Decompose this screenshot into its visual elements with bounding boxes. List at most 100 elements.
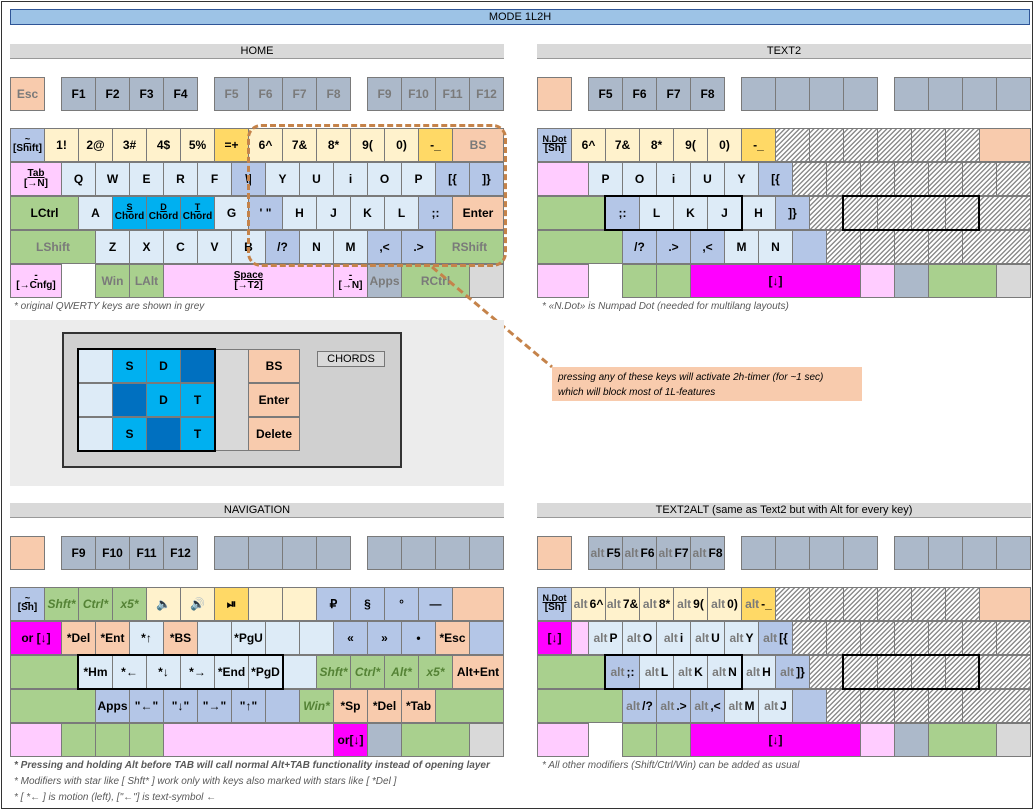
nav-volume-up-icon: 🔊 [180, 587, 215, 621]
key-f6: F6 [248, 77, 283, 111]
nav-key-apps: Apps [95, 689, 130, 723]
key-g: G [214, 196, 249, 230]
callout-line1: pressing any of these keys will activate… [558, 372, 824, 383]
key-minus: -_ [418, 128, 453, 162]
key-lbracket: [{ [435, 162, 470, 196]
t2a-key-disabled4 [877, 587, 912, 621]
t2a-key-dash [537, 723, 589, 757]
nav-key-f12: F12 [163, 536, 198, 570]
t2a-key-lbracket: alt[{ [758, 621, 793, 655]
t2-key-space-down: [↓] [690, 264, 861, 298]
t2-key-9: 9( [673, 128, 708, 162]
t2a-key-blank3 [809, 536, 844, 570]
t2-key-disabled11 [928, 162, 963, 196]
t2a-key-disabled10 [894, 621, 929, 655]
nav-key-section: § [350, 587, 385, 621]
nav-key-win-star: Win* [299, 689, 334, 723]
nav-key-del-star: *Del [367, 689, 402, 723]
key-u: U [299, 162, 334, 196]
t2-key-blank10 [996, 264, 1031, 298]
key-f7: F7 [282, 77, 317, 111]
t2-key-disabled20 [826, 230, 861, 264]
t2-key-blank4 [843, 77, 878, 111]
key-dash-config: -[→Cnfg] [10, 264, 62, 298]
t2-key-disabled21 [860, 230, 895, 264]
key-n: N [299, 230, 334, 264]
nav-key-ent: *Ent [95, 621, 130, 655]
nav-note-1: * Pressing and holding Alt before TAB wi… [14, 760, 490, 771]
key-f: F [197, 162, 232, 196]
t2-key-n: N [758, 230, 793, 264]
t2-key-blank1 [741, 77, 776, 111]
nav-key-shift-star2: Shft* [316, 655, 351, 689]
t2a-key-disabled13 [996, 621, 1031, 655]
t2-key-period: .> [656, 230, 691, 264]
nav-key-tilde: ~[Sh] [10, 587, 45, 621]
t2a-key-rctrl [928, 723, 997, 757]
home-header: HOME [10, 44, 504, 59]
t2-key-blank3 [809, 77, 844, 111]
nav-key-blank12 [265, 621, 300, 655]
t2a-key-period: alt.> [656, 689, 691, 723]
t2a-key-disabled14 [809, 655, 844, 689]
chord-delete: Delete [248, 417, 300, 451]
nav-key-del: *Del [61, 621, 96, 655]
t2-key-disabled7 [792, 162, 827, 196]
nav-key-rshift [435, 689, 504, 723]
t2-key-disabled16 [877, 196, 912, 230]
nav-key-raquo: » [367, 621, 402, 655]
nav-key-blank17 [61, 723, 96, 757]
text2alt-note: * All other modifiers (Shift/Ctrl/Win) c… [542, 760, 800, 771]
key-f2: F2 [95, 77, 130, 111]
nav-key-pgdn: *PgD [248, 655, 283, 689]
nav-key-end: *End [214, 655, 249, 689]
t2-key-dash2 [860, 264, 895, 298]
t2-key-blank6 [928, 77, 963, 111]
nav-key-blank5 [367, 536, 402, 570]
key-1: 1! [44, 128, 79, 162]
nav-key-space-star: *Sp [333, 689, 368, 723]
t2a-key-lalt [656, 723, 691, 757]
callout-line2: which will block most of 1L-features [558, 387, 716, 398]
t2-key-disabled4 [877, 128, 912, 162]
t2a-key-disabled11 [928, 621, 963, 655]
chords-title: CHORDS [317, 351, 385, 367]
nav-key-ctrl-star2: Ctrl* [350, 655, 385, 689]
key-rbracket: ]} [469, 162, 504, 196]
key-v: V [197, 230, 232, 264]
key-f4: F4 [163, 77, 198, 111]
nav-volume-down-icon: 🔈 [146, 587, 181, 621]
nav-key-alt-enter: Alt+Ent [452, 655, 504, 689]
key-f5: F5 [214, 77, 249, 111]
nav-key-bullet: • [401, 621, 436, 655]
nav-key-blank2 [248, 536, 283, 570]
t2-key-f7: F7 [656, 77, 691, 111]
key-b: B [231, 230, 266, 264]
t2-key-disabled8 [826, 162, 861, 196]
nav-key-ruble: ₽ [316, 587, 351, 621]
t2-key-disabled13 [996, 162, 1031, 196]
home-note: * original QWERTY keys are shown in grey [14, 301, 205, 312]
t2-key-semicolon: ;: [605, 196, 640, 230]
t2-key-j: J [707, 196, 742, 230]
t2a-key-slash: alt/? [622, 689, 657, 723]
t2a-key-blank8 [996, 536, 1031, 570]
nav-key-space [163, 723, 334, 757]
t2-key-u: U [690, 162, 725, 196]
nav-key-f11: F11 [129, 536, 164, 570]
t2a-key-disabled16 [877, 655, 912, 689]
callout-box: pressing any of these keys will activate… [552, 367, 862, 401]
key-x: X [129, 230, 164, 264]
t2a-key-disabled17 [911, 655, 946, 689]
